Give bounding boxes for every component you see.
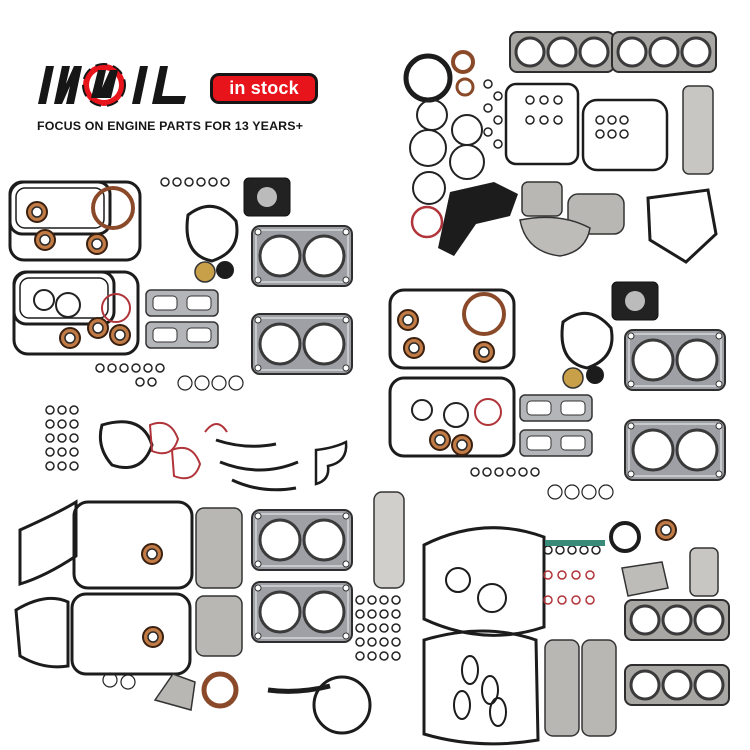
kit-flat4-turbo-gasket-set: [388, 281, 727, 500]
kit-flat4-gasket-set: [8, 177, 354, 391]
kit-inline3-gasket-set: [403, 30, 718, 264]
tagline: FOCUS ON ENGINE PARTS FOR 13 YEARS+: [37, 119, 304, 133]
imjl-logo: [38, 63, 186, 107]
in-stock-badge: in stock: [210, 73, 318, 104]
kit-flat4-complete-gasket-set: [14, 405, 405, 735]
kit-v3-cover-gasket-set: [422, 519, 731, 746]
